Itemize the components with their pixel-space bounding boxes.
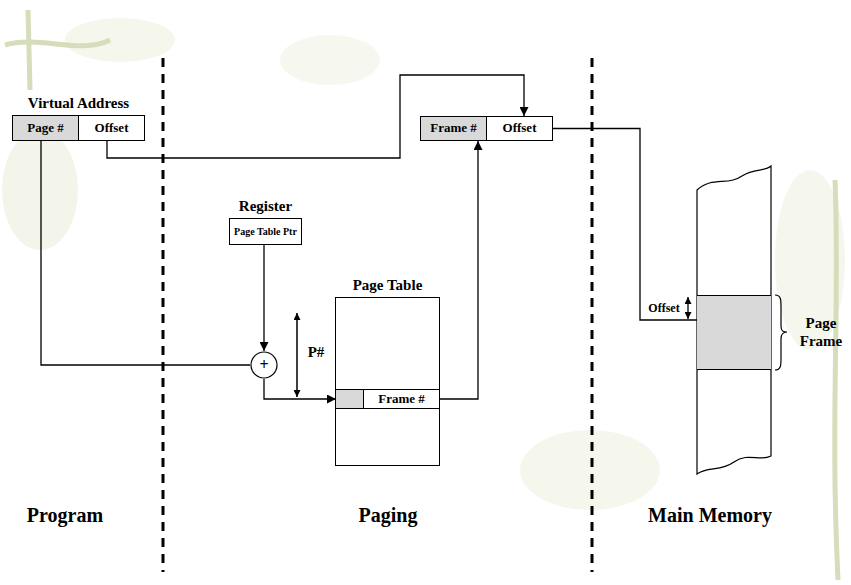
connector xyxy=(107,75,524,158)
node-heading: Page Table xyxy=(353,277,423,294)
frame-number-cell: Frame # xyxy=(420,116,487,141)
box-text: Page # xyxy=(27,121,63,135)
register-box: RegisterPage Table Ptr xyxy=(229,218,302,245)
page-number-label: P# xyxy=(308,344,325,361)
page-table-entry: Frame # xyxy=(336,389,439,409)
address-box: Virtual AddressPage #Offset xyxy=(12,115,145,141)
connector xyxy=(553,129,697,321)
heading-text: Virtual Address xyxy=(28,95,129,112)
heading-text: Register xyxy=(239,198,292,215)
offset-cell: Offset xyxy=(79,116,144,140)
box-text: Frame # xyxy=(430,121,477,135)
heading-text: Page Frame xyxy=(789,314,851,352)
adder-circle: + xyxy=(250,351,278,379)
adder-outline xyxy=(251,352,277,378)
node-heading: Register xyxy=(239,198,292,215)
node-heading: Virtual Address xyxy=(28,95,129,112)
offset-label: Offset xyxy=(648,302,679,315)
box-text: Frame # xyxy=(378,392,425,406)
divider-dashed xyxy=(591,58,594,572)
memory-outline xyxy=(697,166,771,474)
box-text: + xyxy=(259,356,268,374)
entry-grey-cell xyxy=(336,390,364,408)
page-frame-bracket xyxy=(775,295,787,370)
box-text: Offset xyxy=(95,121,129,135)
node-heading: Page Frame xyxy=(789,314,851,352)
connector xyxy=(41,140,250,365)
page-number-span-arrow xyxy=(296,313,298,397)
box-text: Page Table Ptr xyxy=(234,226,297,237)
page-number-cell: Page # xyxy=(13,116,79,140)
section-label: Program xyxy=(27,504,103,526)
page-table-box: Page TableFrame # xyxy=(335,297,440,466)
connector xyxy=(263,245,264,351)
connector xyxy=(439,141,478,399)
divider-dashed xyxy=(162,58,165,572)
offset-cell: Offset xyxy=(486,116,553,141)
section-label: Main Memory xyxy=(648,504,772,526)
box-text: Offset xyxy=(503,121,537,135)
page-frame: Page Frame xyxy=(697,295,771,370)
section-label: Paging xyxy=(359,504,418,526)
connector xyxy=(264,379,336,399)
offset-span-arrow xyxy=(687,297,688,319)
heading-text: Page Table xyxy=(353,277,423,294)
watermark-leaves xyxy=(2,10,845,580)
